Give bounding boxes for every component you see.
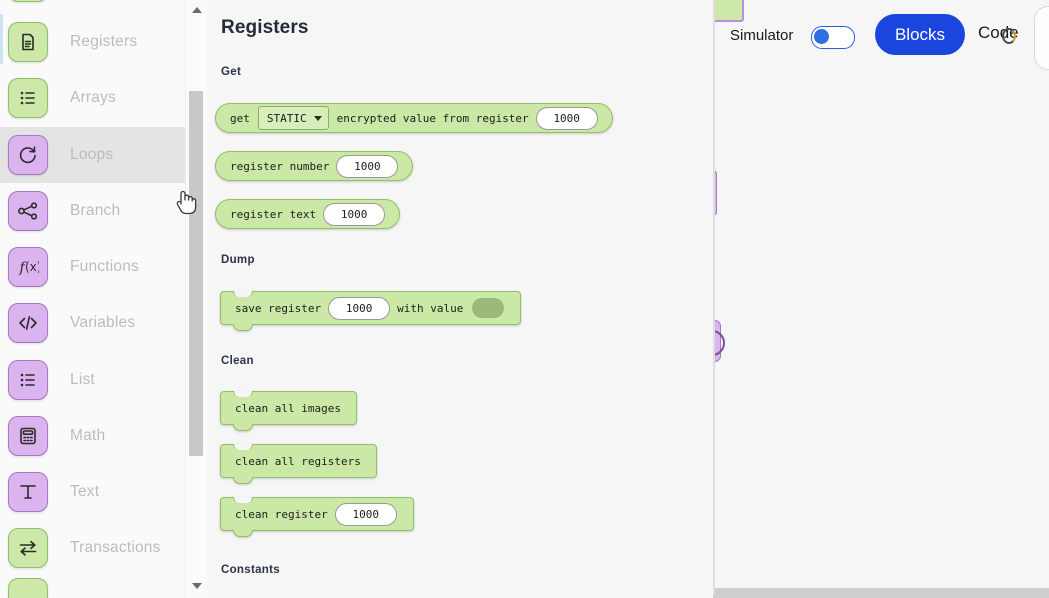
- svg-text:(x): (x): [25, 260, 39, 274]
- sidebar-item-label: Arrays: [70, 89, 116, 106]
- block-number-field[interactable]: 1000: [323, 202, 386, 226]
- blocks-flyout-panel: Registers Get get STATIC encrypted value fr…: [206, 0, 715, 594]
- partial-status-icon: [1002, 28, 1016, 44]
- workspace-canvas[interactable]: [713, 0, 1049, 598]
- calculator-icon: [8, 416, 48, 456]
- palette-block[interactable]: register number 1000: [215, 151, 414, 181]
- partial-icon-top: [8, 0, 48, 2]
- palette-block[interactable]: clean all registers: [220, 444, 377, 484]
- sidebar-scrollbar[interactable]: [185, 0, 207, 598]
- scrollbar-thumb[interactable]: [189, 91, 203, 456]
- section-heading: Clean: [221, 355, 254, 367]
- left-accent-strip: [0, 14, 3, 64]
- sidebar-item-text[interactable]: Text: [0, 464, 185, 520]
- sidebar-item-branch[interactable]: Branch: [0, 183, 185, 239]
- sidebar-item-label: Math: [70, 427, 106, 444]
- sidebar-item-transactions[interactable]: Transactions: [0, 520, 185, 576]
- block-label: clean all images: [235, 401, 341, 415]
- loop-icon: [8, 135, 48, 175]
- block-number-field[interactable]: 1000: [535, 106, 598, 130]
- transfer-icon: [8, 528, 48, 568]
- scroll-up-arrow-icon[interactable]: [186, 2, 207, 18]
- chevron-down-icon: [313, 115, 322, 121]
- canvas-horizontal-scrollbar[interactable]: [713, 588, 1049, 598]
- sidebar-item-label: Variables: [70, 314, 136, 331]
- block-label: get: [230, 111, 250, 125]
- sidebar-item-label: Registers: [70, 33, 138, 50]
- dropdown-value: STATIC: [266, 111, 307, 125]
- sidebar-item-list[interactable]: List: [0, 352, 185, 408]
- block-number-field[interactable]: 1000: [336, 154, 399, 178]
- sidebar-item-partial-bottom[interactable]: [0, 570, 185, 598]
- sidebar-item-label: Transactions: [70, 539, 161, 556]
- text-icon: [8, 472, 48, 512]
- block-label: clean register: [235, 507, 328, 521]
- block-empty-socket[interactable]: [472, 298, 505, 318]
- svg-text:f: f: [19, 260, 28, 276]
- block-label: with value: [397, 301, 464, 315]
- scroll-down-arrow-icon[interactable]: [186, 578, 207, 594]
- palette-block[interactable]: get STATIC encrypted value from register 10…: [215, 103, 613, 133]
- right-edge-panel-fragment[interactable]: [1034, 6, 1049, 70]
- sidebar-item-partial-top[interactable]: [0, 0, 185, 10]
- top-toolbar: Simulator Blocks Code: [713, 0, 1049, 70]
- block-number-field[interactable]: 1000: [328, 296, 391, 320]
- palette-block[interactable]: clean all images: [220, 391, 357, 431]
- block-label: register number: [230, 159, 330, 173]
- block-label: register text: [230, 207, 317, 221]
- palette-block[interactable]: save register 1000 with value: [220, 291, 522, 331]
- sidebar-item-variables[interactable]: Variables: [0, 295, 185, 351]
- palette-block[interactable]: register text 1000: [215, 199, 401, 229]
- sidebar-item-label: List: [70, 371, 95, 388]
- block-label: clean all registers: [235, 454, 361, 468]
- list-icon: [8, 78, 48, 118]
- canvas-hscroll-thumb[interactable]: [713, 588, 775, 598]
- block-label: encrypted value from register: [336, 111, 529, 125]
- block-number-field[interactable]: 1000: [334, 502, 397, 526]
- block-dropdown-field[interactable]: STATIC: [257, 106, 329, 130]
- blocks-tab-button[interactable]: Blocks: [875, 14, 965, 55]
- branch-icon: [8, 191, 48, 231]
- sidebar-item-arrays[interactable]: Arrays: [0, 70, 185, 126]
- simulator-toggle-knob: [814, 29, 829, 44]
- code-icon: [8, 303, 48, 343]
- sidebar-item-label: Loops: [70, 146, 114, 163]
- sidebar-item-label: Text: [70, 483, 100, 500]
- block-label: save register: [235, 301, 322, 315]
- sidebar-item-loops[interactable]: Loops: [0, 127, 185, 183]
- section-heading: Dump: [221, 254, 255, 266]
- palette-block[interactable]: clean register 1000: [220, 497, 414, 537]
- list-icon: [8, 360, 48, 400]
- document-icon: [8, 22, 48, 62]
- function-icon: f(x): [8, 247, 48, 287]
- scrollbar-track[interactable]: [186, 16, 207, 582]
- sidebar-item-label: Branch: [70, 202, 121, 219]
- page-title: Registers: [221, 17, 309, 38]
- sidebar-item-functions[interactable]: f(x) Functions: [0, 239, 185, 295]
- section-heading: Constants: [221, 564, 280, 576]
- sidebar-item-label: Functions: [70, 258, 139, 275]
- section-heading: Get: [221, 66, 242, 78]
- simulator-toggle[interactable]: [811, 26, 855, 49]
- partial-icon-bottom: [8, 578, 48, 598]
- sidebar-item-math[interactable]: Math: [0, 408, 185, 464]
- simulator-label: Simulator: [730, 27, 794, 44]
- sidebar-item-registers[interactable]: Registers: [0, 14, 185, 70]
